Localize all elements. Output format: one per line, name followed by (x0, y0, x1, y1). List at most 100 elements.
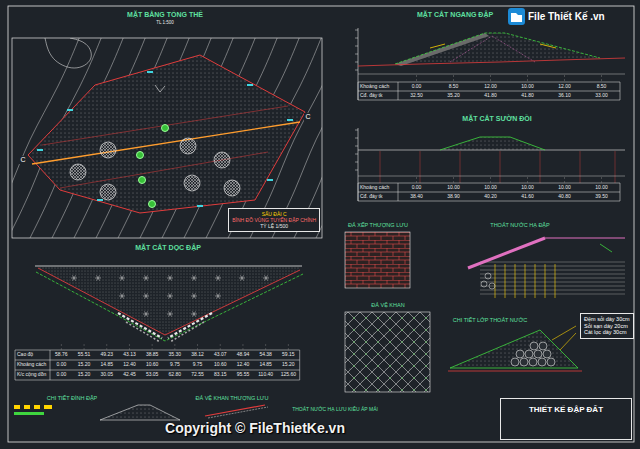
drawing-part (534, 350, 542, 358)
drawing-line (460, 151, 461, 183)
drawing-line (145, 311, 148, 316)
drawing-line (265, 275, 268, 280)
detail-title: THOÁT NƯỚC HẠ ĐẬP (490, 222, 549, 228)
drawing-part (8, 6, 634, 442)
drawing-line (358, 128, 359, 201)
drawing-line (217, 293, 220, 298)
drawing-line (480, 290, 625, 291)
table-cell: 33.00 (595, 93, 608, 99)
table-cell: 14.85 (100, 362, 113, 368)
table-cell: 10.00 (484, 185, 497, 191)
section-mark: C (304, 113, 311, 121)
drawing-part (287, 119, 293, 121)
table-cell: 10.60 (146, 362, 159, 368)
table-cell: 15.20 (78, 372, 91, 378)
drawing-line (601, 75, 602, 82)
drawing-line (97, 275, 100, 280)
drawing-line (61, 344, 62, 350)
drawing-line (28, 55, 305, 213)
drawing-line (540, 44, 556, 48)
drawing-line (358, 91, 620, 92)
drawing-line (355, 70, 358, 71)
drawing-line (169, 293, 172, 298)
drawing-line (15, 360, 300, 361)
drawing-part (516, 350, 524, 358)
drawing-line (440, 137, 545, 150)
drawing-part (539, 342, 547, 350)
detail-title: ĐÁ VỆ KHAN (371, 302, 404, 308)
drawing-line (45, 38, 91, 68)
table-cell: 125.60 (281, 372, 296, 378)
table-row-header: Cao độ (17, 352, 33, 358)
drawing-line (169, 275, 172, 280)
drawing-part (525, 350, 533, 358)
table-cell: 43.07 (214, 352, 227, 358)
drawing-line (100, 405, 180, 420)
drawing-line (197, 344, 198, 350)
table-cell: 10.60 (214, 362, 227, 368)
drawing-line (480, 282, 625, 283)
table-cell: 12.00 (484, 84, 497, 90)
drawing-line (193, 293, 196, 298)
table-cell: 10.00 (558, 185, 571, 191)
drawing-line (615, 151, 616, 183)
drawing-line (480, 266, 625, 267)
table-row-header: Cđ. đáy tk (360, 93, 383, 99)
table-cell: 58.76 (55, 352, 68, 358)
drawing-line (453, 177, 454, 183)
drawing-line (450, 36, 535, 62)
table-cell: 40.80 (558, 194, 571, 200)
detail-title: CHI TIẾT ĐỈNH ĐẬP (47, 395, 98, 401)
drawing-line (600, 244, 612, 252)
drawing-line (545, 238, 625, 239)
logo-text: File Thiết Kế .vn (528, 11, 605, 22)
drawing-part (30, 405, 34, 409)
drawing-part (267, 179, 273, 181)
drawing-part (40, 405, 44, 409)
drawing-line (145, 275, 148, 280)
box-text: BÌNH ĐỒ VÙNG TUYẾN ĐẬP CHÍNH (232, 217, 316, 223)
drawing-line (480, 278, 625, 279)
drawing-line (242, 344, 243, 350)
drawing-line (73, 275, 76, 280)
table-cell: 8.50 (597, 84, 607, 90)
drawing-line (380, 151, 381, 183)
drawing-line (355, 154, 358, 155)
drawing-part (139, 177, 146, 184)
drawing-line (168, 313, 212, 338)
drawing-line (564, 177, 565, 183)
box-text: Sỏi sạn dày 20cm (584, 323, 630, 330)
section-mark: C (19, 156, 26, 164)
drawing-line (480, 274, 625, 275)
drawing-line (355, 54, 358, 55)
drawing-line (28, 55, 305, 213)
drawing-part (162, 125, 169, 132)
table-cell: 32.50 (410, 93, 423, 99)
drawing-part (489, 283, 495, 289)
table-cell: 95.55 (237, 372, 250, 378)
drawing-line (129, 344, 130, 350)
drawing-line (170, 322, 204, 342)
drawing-part (538, 358, 546, 366)
table-cell: 10.00 (521, 185, 534, 191)
drawing-line (126, 322, 160, 342)
table-cell: 40.20 (484, 194, 497, 200)
drawing-part (20, 405, 24, 409)
drawing-line (560, 333, 576, 350)
drawing-part (511, 358, 519, 366)
drawing-line (490, 75, 491, 82)
drawing-line (265, 344, 266, 350)
drawing-line (398, 183, 399, 201)
drawing-line (480, 262, 625, 263)
drawing-line (84, 344, 85, 350)
drawing-part (520, 358, 528, 366)
scale-note: TL 1:500 (156, 21, 174, 26)
drawing-line (453, 75, 454, 82)
watermark: Copyright © FileThietKe.vn (165, 421, 345, 436)
drawing-line (38, 266, 300, 335)
drawing-line (155, 85, 165, 92)
drawing-line (358, 28, 359, 100)
table-cell: 38.12 (191, 352, 204, 358)
